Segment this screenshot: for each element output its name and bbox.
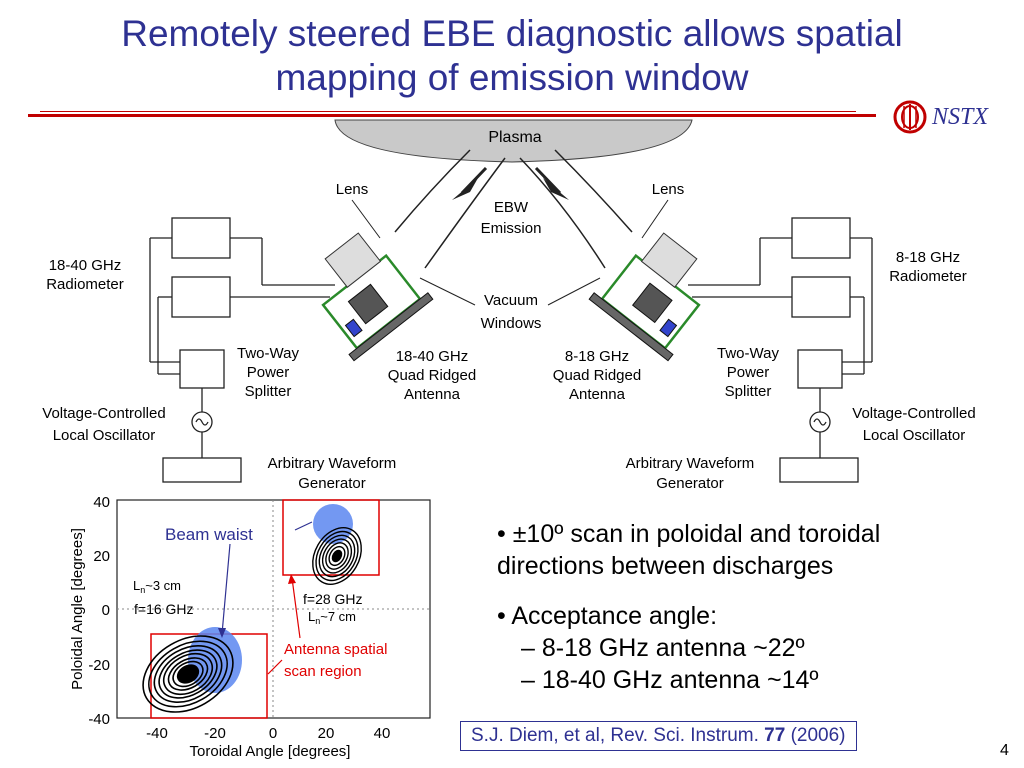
left-vco-l2: Local Oscillator	[53, 427, 156, 444]
plot-xlabel: Toroidal Angle [degrees]	[190, 743, 351, 760]
bullet-scan-symbol: ±10º	[512, 520, 564, 548]
title-rule-thin	[40, 111, 856, 112]
emission-paths	[394, 149, 633, 269]
right-antenna-l2: Quad Ridged	[553, 367, 641, 384]
ln-right-label: Ln~7 cm	[308, 609, 356, 626]
title-line-1: Remotely steered EBE diagnostic allows s…	[121, 13, 903, 54]
left-splitter-l1: Two-Way	[237, 345, 299, 362]
left-power-splitter	[179, 349, 225, 389]
right-awg-l2: Generator	[656, 475, 724, 492]
xtick-m20: -20	[204, 725, 226, 742]
right-power-splitter	[797, 349, 843, 389]
right-radiometer-freq: 8-18 GHz	[896, 249, 960, 266]
bullet-scan-line2: directions between discharges	[497, 552, 834, 580]
right-awg-box	[779, 457, 859, 483]
scan-box-right	[282, 499, 380, 576]
bullet-acceptance: • Acceptance angle: – 8-18 GHz antenna ~…	[497, 600, 997, 696]
left-awg-l2: Generator	[298, 475, 366, 492]
bullet-list: • ±10º scan in poloidal and toroidal dir…	[497, 518, 997, 696]
right-splitter-l2: Power	[727, 364, 770, 381]
right-splitter-l1: Two-Way	[717, 345, 779, 362]
citation-box: S.J. Diem, et al, Rev. Sci. Instrum. 77 …	[460, 721, 857, 751]
contours-left	[142, 635, 234, 713]
right-splitter-l3: Splitter	[725, 383, 772, 400]
left-antenna-l2: Quad Ridged	[388, 367, 476, 384]
plot-ylabel: Poloidal Angle [degrees]	[69, 528, 86, 690]
right-mixer-top	[791, 217, 851, 259]
left-awg-box	[162, 457, 242, 483]
bullet-acceptance-sub2: – 18-40 GHz antenna ~14º	[521, 666, 819, 694]
right-antenna-l3: Antenna	[569, 386, 626, 403]
slide-title: Remotely steered EBE diagnostic allows s…	[40, 12, 984, 100]
bullet-acceptance-text: Acceptance angle:	[511, 602, 718, 630]
left-antenna-l1: 18-40 GHz	[396, 348, 469, 365]
page-number: 4	[1000, 742, 1009, 759]
emission-arrows	[452, 166, 569, 200]
scan-region-label-1: Antenna spatial	[284, 641, 387, 658]
left-antenna-l3: Antenna	[404, 386, 461, 403]
right-mixer-bottom	[791, 276, 851, 318]
vacuum-label: Vacuum	[484, 292, 538, 309]
emission-label: Emission	[481, 220, 542, 237]
lens-left-label: Lens	[336, 181, 369, 198]
windows-label: Windows	[481, 315, 542, 332]
title-rule	[28, 114, 876, 117]
xtick-20: 20	[318, 725, 335, 742]
right-vco-l1: Voltage-Controlled	[852, 405, 975, 422]
ytick-40: 40	[93, 494, 110, 511]
right-antenna-assembly	[588, 232, 701, 362]
right-vco-l2: Local Oscillator	[863, 427, 966, 444]
right-radiometer-label: Radiometer	[889, 268, 967, 285]
bullet-acceptance-sub1: – 8-18 GHz antenna ~22º	[521, 634, 805, 662]
left-vco-l1: Voltage-Controlled	[42, 405, 165, 422]
left-splitter-l2: Power	[247, 364, 290, 381]
xtick-m40: -40	[146, 725, 168, 742]
bullet-scan: • ±10º scan in poloidal and toroidal dir…	[497, 520, 881, 580]
beam-waist-label: Beam waist	[165, 525, 253, 544]
left-radiometer-label: Radiometer	[46, 276, 124, 293]
ytick-0: 0	[102, 602, 110, 619]
plasma-shape	[334, 119, 693, 163]
contours-right	[312, 527, 362, 585]
xtick-40: 40	[374, 725, 391, 742]
left-splitter-l3: Splitter	[245, 383, 292, 400]
xtick-0: 0	[269, 725, 277, 742]
left-electronics	[149, 217, 335, 483]
right-antenna-l1: 8-18 GHz	[565, 348, 629, 365]
f-left-label: f=16 GHz	[134, 601, 194, 617]
citation-volume: 77	[764, 725, 786, 746]
ytick-m20: -20	[88, 657, 110, 674]
lens-right-label: Lens	[652, 181, 685, 198]
left-mixer-top	[171, 217, 231, 259]
left-mixer-bottom	[171, 276, 231, 318]
scan-region-label-2: scan region	[284, 663, 362, 680]
bullet-scan-text: scan in poloidal and toroidal	[563, 520, 881, 548]
citation-year: (2006)	[785, 725, 846, 746]
left-awg-l1: Arbitrary Waveform	[268, 455, 397, 472]
plasma-label: Plasma	[488, 129, 541, 146]
nstx-logo-text: NSTX	[932, 104, 989, 130]
nstx-logo	[893, 100, 927, 134]
citation-text: S.J. Diem, et al, Rev. Sci. Instrum.	[471, 725, 765, 746]
ebw-label: EBW	[494, 199, 529, 216]
right-awg-l1: Arbitrary Waveform	[626, 455, 755, 472]
right-electronics	[688, 217, 873, 483]
ytick-m40: -40	[88, 711, 110, 728]
ytick-20: 20	[93, 548, 110, 565]
f-right-label: f=28 GHz	[303, 591, 363, 607]
ebe-diagnostic-diagram: Plasma EBW Emission Vacuum Windows Lens …	[42, 119, 976, 492]
ln-left-label: Ln~3 cm	[133, 578, 181, 595]
left-radiometer-freq: 18-40 GHz	[49, 257, 122, 274]
emission-window-plot: 40 20 0 -20 -40 -40 -20 0 20 40 Toroidal…	[69, 494, 431, 760]
title-line-2: mapping of emission window	[275, 57, 749, 98]
left-antenna-assembly	[321, 232, 434, 362]
beam-waist-right	[313, 504, 353, 544]
